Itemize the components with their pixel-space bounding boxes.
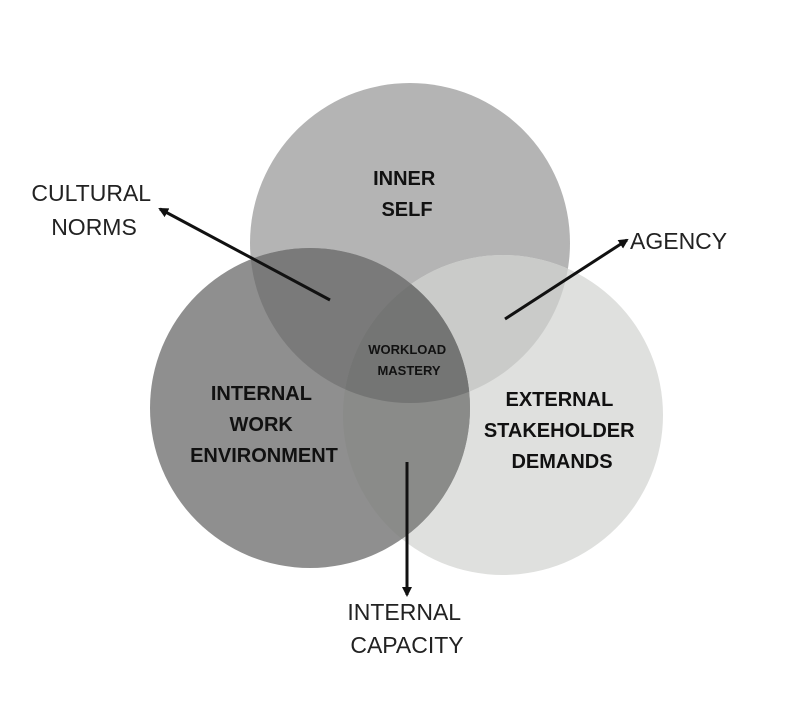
- callout-agency: AGENCY: [630, 228, 727, 254]
- label-external-stakeholder-demands: EXTERNAL STAKEHOLDER DEMANDS: [484, 389, 640, 473]
- arrow-agency: [504, 238, 629, 321]
- arrow-cultural-norms: [158, 207, 331, 302]
- callout-internal-capacity: INTERNAL CAPACITY: [347, 599, 466, 658]
- label-inner-self: INNER SELF: [373, 168, 441, 221]
- callout-cultural-norms: CULTURAL NORMS: [31, 180, 156, 240]
- label-internal-work-environment: INTERNAL WORK ENVIRONMENT: [190, 383, 338, 467]
- overlap-all-three: [343, 255, 470, 403]
- label-workload-mastery: WORKLOAD MASTERY: [368, 342, 450, 378]
